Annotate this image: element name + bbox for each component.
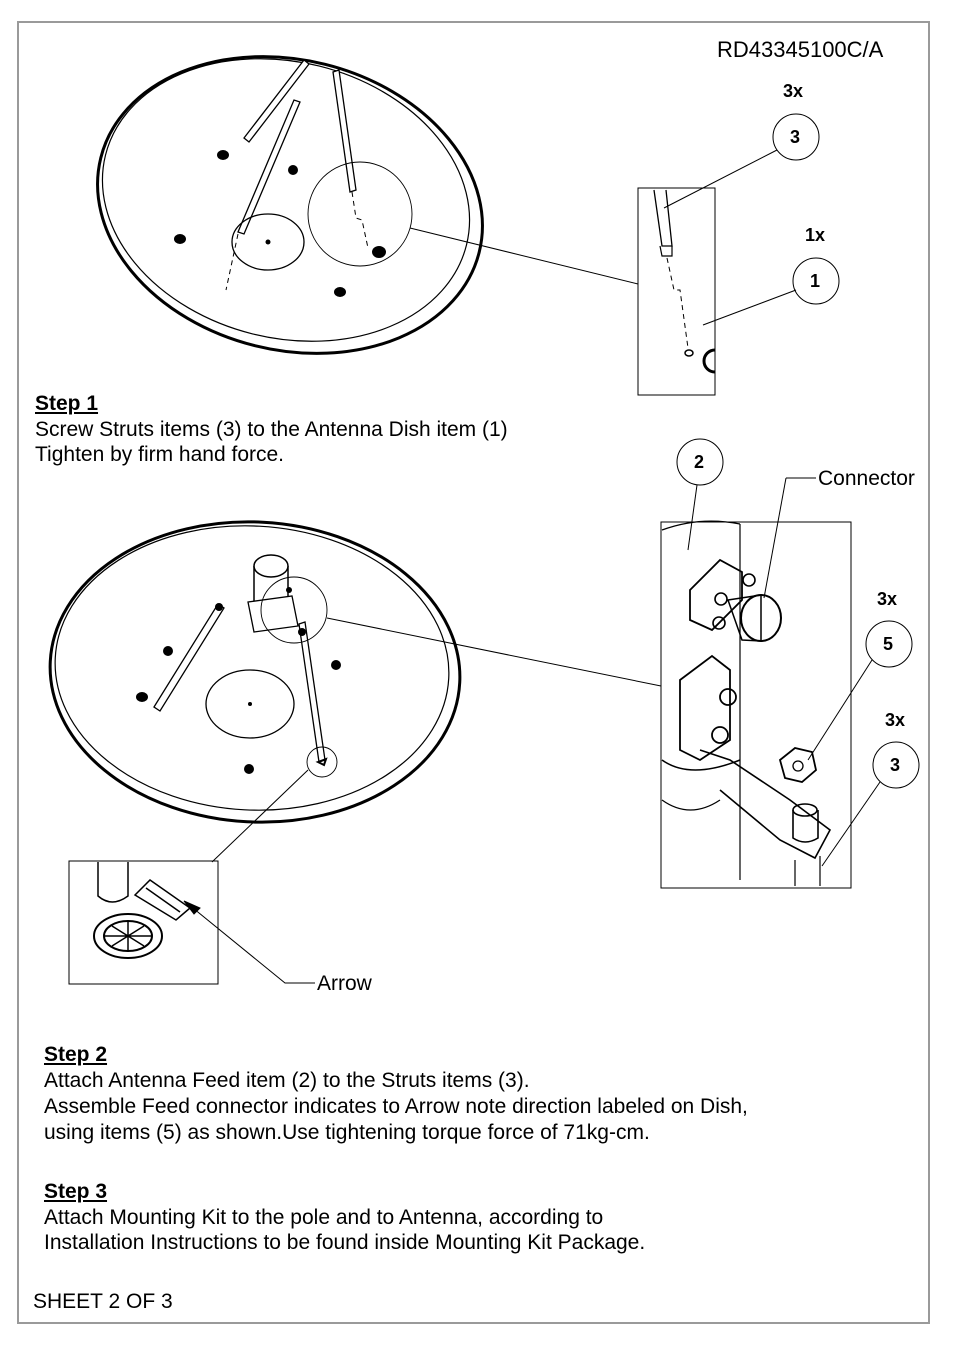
dish-illustration-step2 — [48, 520, 462, 824]
connector-label: Connector — [818, 467, 915, 490]
detail-box-arrow — [68, 769, 315, 985]
step2-line-2: Assemble Feed connector indicates to Arr… — [44, 1095, 748, 1118]
step2-line-1: Attach Antenna Feed item (2) to the Stru… — [44, 1069, 530, 1092]
dish-holes-step1 — [174, 150, 386, 297]
arrow-label: Arrow — [317, 972, 372, 995]
step1-title: Step 1 — [35, 392, 99, 415]
quantity-struts-feed: 3x — [885, 710, 906, 730]
detail-box-strut — [637, 187, 716, 396]
quantity-struts: 3x — [783, 81, 804, 101]
quantity-dish: 1x — [805, 225, 826, 245]
callout-dish-number: 1 — [810, 271, 821, 291]
callout-strut-number: 3 — [790, 127, 801, 147]
callout-strut-feed-number: 3 — [890, 755, 901, 775]
dish-illustration-step1 — [96, 55, 484, 355]
quantity-nuts: 3x — [877, 589, 898, 609]
step2-line-3: using items (5) as shown.Use tightening … — [44, 1121, 650, 1144]
step1-line-2: Tighten by firm hand force. — [35, 443, 285, 466]
callout-bubbles-step1 — [663, 113, 840, 326]
callout-bubbles-step2 — [676, 438, 920, 867]
step3-title: Step 3 — [44, 1180, 108, 1203]
sheet-border — [17, 21, 930, 1324]
callout-nut-number: 5 — [883, 634, 894, 654]
step3-line-1: Attach Mounting Kit to the pole and to A… — [44, 1206, 604, 1229]
sheet-number: SHEET 2 OF 3 — [33, 1290, 173, 1313]
document-id: RD43345100C/A — [717, 37, 884, 62]
detail-box-connector — [660, 520, 852, 889]
dish-holes-step2 — [136, 587, 341, 774]
step3-line-2: Installation Instructions to be found in… — [44, 1231, 646, 1254]
step2-title: Step 2 — [44, 1043, 108, 1066]
step1-line-1: Screw Struts items (3) to the Antenna Di… — [35, 418, 508, 441]
callout-feed-number: 2 — [694, 452, 705, 472]
